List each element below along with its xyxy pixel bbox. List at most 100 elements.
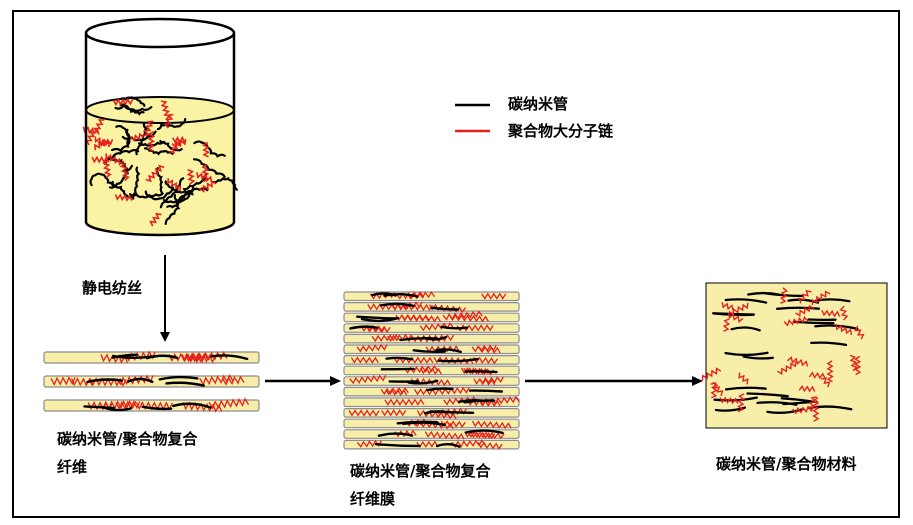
- cnt-strand: [775, 306, 821, 310]
- polymer-chain: [721, 302, 734, 311]
- cnt-strand: [108, 164, 133, 189]
- polymer-chain: [386, 333, 412, 343]
- beaker-contents: [82, 96, 238, 227]
- final-material-contents: [701, 287, 865, 422]
- cnt-strand: [437, 357, 479, 363]
- polymer-chain: [349, 374, 387, 385]
- polymer-chain: [737, 393, 746, 413]
- legend: [455, 103, 490, 133]
- cnt-strand: [127, 377, 154, 384]
- polymer-chain: [70, 377, 93, 387]
- polymer-chain: [381, 409, 407, 417]
- cnt-strand: [780, 397, 812, 403]
- polymer-chain: [424, 430, 465, 440]
- polymer-chain: [798, 384, 816, 393]
- fiber-membrane-label-line1: 碳纳米管/聚合物复合: [350, 462, 491, 480]
- cnt-strand: [135, 122, 149, 156]
- arrow-down-head: [160, 332, 170, 342]
- polymer-chain: [438, 386, 470, 396]
- polymer-chain: [478, 346, 501, 354]
- diagram-frame: [12, 10, 900, 518]
- cnt-strand: [730, 326, 761, 332]
- polymer-chain: [94, 138, 108, 151]
- polymer-chain: [701, 367, 722, 381]
- polymer-chain: [94, 136, 110, 148]
- polymer-chain: [401, 314, 441, 323]
- cnt-strand: [165, 381, 205, 387]
- final-material-block: [705, 282, 888, 429]
- polymer-chain: [115, 400, 141, 410]
- cnt-strand: [766, 407, 805, 414]
- beaker: [82, 17, 238, 237]
- polymer-chain: [208, 397, 250, 410]
- cnt-strand: [399, 336, 439, 342]
- polymer-chain: [835, 323, 853, 336]
- polymer-chain: [99, 400, 137, 410]
- cnt-strand: [379, 302, 415, 308]
- polymer-chain: [119, 162, 130, 182]
- polymer-chain: [181, 353, 204, 364]
- polymer-chain: [350, 356, 379, 364]
- legend-cnt-label: 碳纳米管: [508, 95, 569, 113]
- polymer-chain: [356, 343, 388, 353]
- cnt-strand: [435, 348, 462, 354]
- polymer-chain: [429, 303, 467, 314]
- final-material-label: 碳纳米管/聚合物材料: [716, 455, 857, 473]
- cnt-strand: [141, 405, 173, 411]
- polymer-chain: [116, 374, 154, 386]
- polymer-chain: [201, 163, 210, 183]
- polymer-chain: [135, 401, 173, 411]
- cnt-strand: [143, 147, 174, 156]
- polymer-chain: [100, 353, 129, 364]
- composite-fibers: [43, 350, 260, 413]
- cnt-strand: [430, 306, 460, 311]
- polymer-chain: [442, 310, 483, 321]
- polymer-chain: [826, 360, 834, 383]
- legend-polymer-label: 聚合物大分子链: [508, 122, 614, 140]
- cnt-strand: [426, 387, 454, 392]
- composite-fiber-label-line1: 碳纳米管/聚合物复合: [57, 430, 198, 448]
- cnt-strand: [724, 298, 768, 304]
- polymer-chain: [473, 377, 496, 386]
- polymer-chain: [478, 376, 504, 385]
- cnt-strand: [374, 442, 421, 448]
- cnt-strand: [742, 355, 774, 360]
- cnt-strand: [356, 315, 398, 320]
- polymer-chain: [854, 325, 865, 340]
- polymer-chain: [149, 212, 162, 227]
- cnt-strand: [83, 405, 116, 410]
- polymer-chain: [722, 318, 731, 332]
- cnt-strand: [210, 354, 249, 361]
- cnt-strand: [144, 186, 174, 201]
- polymer-chain: [820, 377, 831, 388]
- polymer-chain: [710, 381, 719, 399]
- polymer-chain: [710, 382, 724, 397]
- cnt-strand: [385, 356, 414, 361]
- polymer-chain: [456, 324, 494, 332]
- polymer-chain: [471, 344, 497, 353]
- cnt-strand: [407, 379, 439, 385]
- polymer-chain: [348, 409, 380, 417]
- polymer-chain: [795, 304, 815, 317]
- cnt-strand: [172, 402, 212, 409]
- polymer-chain: [147, 130, 156, 152]
- cnt-strand: [177, 187, 209, 203]
- polymer-chain: [198, 179, 217, 193]
- polymer-chain: [221, 375, 245, 386]
- polymer-chain: [787, 356, 809, 367]
- polymer-chain: [102, 159, 112, 179]
- polymer-chain: [419, 367, 442, 375]
- cnt-strand: [810, 341, 848, 347]
- cnt-strand: [132, 166, 141, 200]
- polymer-chain: [477, 441, 503, 450]
- cnt-strand: [164, 194, 181, 225]
- arrow-right-2-head: [692, 376, 703, 386]
- polymer-chain: [367, 303, 408, 311]
- cnt-strand: [146, 354, 179, 360]
- polymer-chain: [114, 193, 133, 202]
- cnt-strand: [86, 378, 124, 384]
- polymer-chain: [416, 334, 455, 343]
- polymer-chain: [719, 396, 739, 405]
- polymer-chain: [105, 153, 125, 166]
- polymer-chain: [808, 371, 826, 380]
